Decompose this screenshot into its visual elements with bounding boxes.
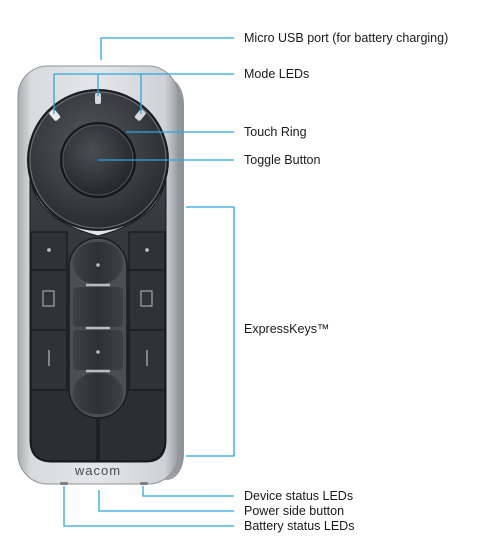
marker-square-left [42,290,55,307]
marker-square-right [140,290,153,307]
callout-battery-status-leds: Battery status LEDs [244,519,355,533]
expresskey-center-2[interactable] [73,287,123,327]
leader-power-side-button [98,490,234,512]
callout-power-side-button: Power side button [244,504,345,518]
expresskey-center-1[interactable] [73,242,123,284]
mode-led-center [95,93,101,104]
battery-status-led [60,482,68,485]
mode-leds [49,93,146,121]
marker-dot-left [47,248,51,252]
expresskeys-right-column [128,231,166,391]
expresskey-right-3[interactable] [128,329,166,391]
marker-dot-center-top [96,263,100,267]
leader-device-status-leds [142,486,234,497]
marker-dot-right [145,248,149,252]
leader-expresskeys [186,206,235,457]
brand-logo: wacom [74,463,121,478]
expresskey-center-3[interactable] [73,330,123,370]
callout-mode-leds: Mode LEDs [244,67,310,81]
callout-expresskeys: ExpressKeys™ [244,322,330,336]
callout-toggle-button: Toggle Button [244,153,321,167]
expresskey-right-2[interactable] [128,269,166,331]
key-tactile-markers [42,248,153,373]
marker-dot-center-mid [96,350,100,354]
callout-usb-port: Micro USB port (for battery charging) [244,31,449,45]
expresskey-center-4[interactable] [73,373,123,414]
mode-led-right [134,109,146,121]
expresskeys-left-column [30,231,68,391]
remote-device: wacom [17,65,184,485]
device-status-led [140,482,148,485]
leader-battery-status-leds [63,486,234,527]
leader-usb-port [100,37,234,60]
callout-leader-lines [53,37,235,527]
callout-device-status-leds: Device status LEDs [244,489,354,503]
callout-touch-ring: Touch Ring [244,125,307,139]
expresskey-left-2[interactable] [30,269,68,331]
mode-led-left [49,109,61,121]
